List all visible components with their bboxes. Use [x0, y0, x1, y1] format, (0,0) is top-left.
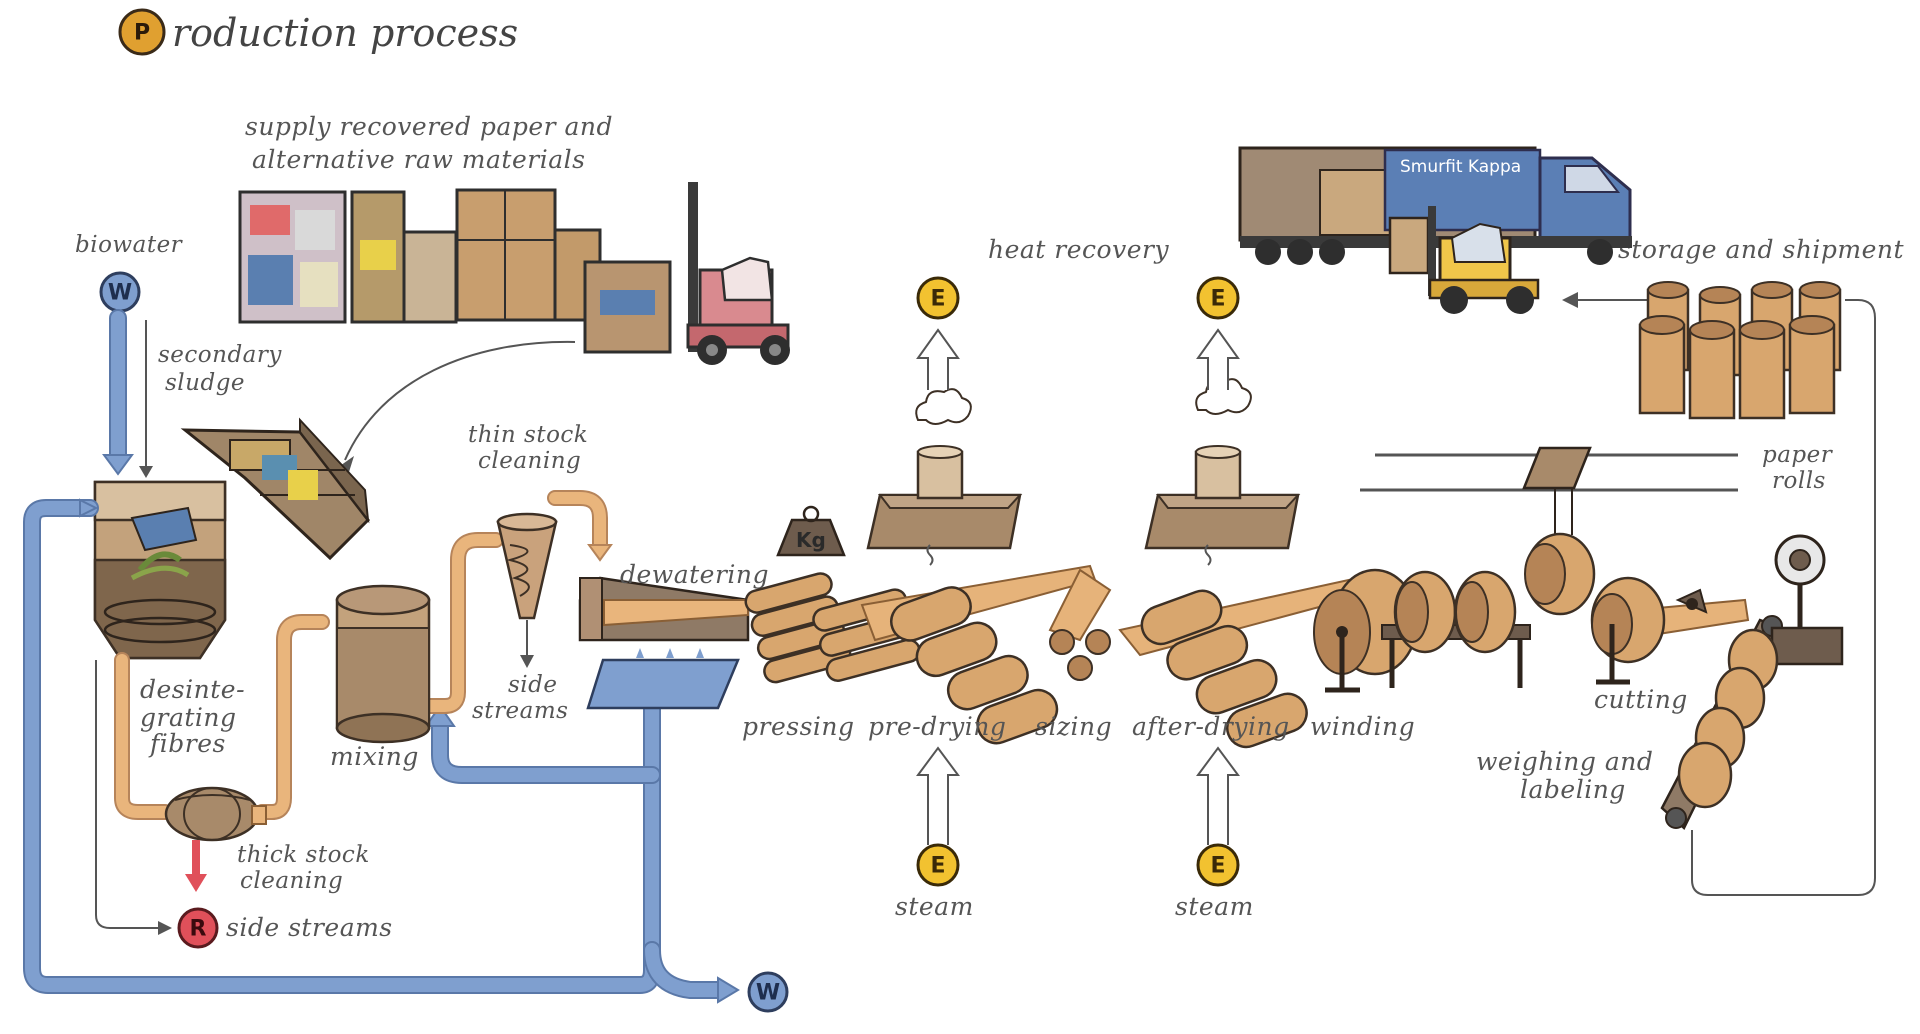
energy-badge-steam-right	[1196, 843, 1240, 887]
wire-section	[578, 576, 750, 710]
heat-recovery-label: heat recovery	[988, 235, 1169, 264]
after-drying-label: after-drying	[1132, 712, 1290, 741]
thick-stock-label-line1: thick stock	[237, 842, 370, 868]
disintegrating-label-line1: desinte-	[140, 675, 245, 704]
overhead-crane	[1360, 446, 1738, 616]
dewatering-label: dewatering	[620, 560, 769, 589]
thin-stock-label-line1: thin stock	[468, 422, 588, 448]
winding-label: winding	[1310, 712, 1415, 741]
secondary-sludge-label-line1: secondary	[158, 342, 282, 368]
water-out-letter: W	[756, 981, 780, 1006]
hood-left	[866, 388, 1023, 566]
title-badge	[118, 8, 166, 56]
cyclone-side-streams-line1: side	[508, 672, 558, 698]
shipment-forklift	[1388, 206, 1540, 314]
energy-letter-top-right: E	[1210, 287, 1225, 312]
supply-label-line1: supply recovered paper and	[245, 112, 613, 141]
water-loop: W	[23, 498, 789, 1013]
thick-stock-cleaner	[164, 786, 267, 892]
shipment-section: storage and shipment Smurfit Kappa	[1238, 146, 1905, 314]
supply-to-conveyor-arrow	[344, 340, 576, 461]
supply-label-line2: alternative raw materials	[252, 145, 585, 174]
pressing-label: pressing	[742, 712, 855, 741]
mixing-chest	[335, 584, 431, 744]
disintegrating-label-line2: grating	[140, 703, 237, 732]
pulp-pipes	[114, 490, 613, 820]
pulper-tank	[93, 480, 227, 660]
recovered-paper-bales	[238, 188, 672, 354]
pulper-section: desinte- grating fibres	[93, 417, 370, 758]
biowater-label: biowater	[75, 232, 184, 258]
after-drying-cylinders	[1140, 589, 1308, 749]
hood-right	[1144, 378, 1301, 566]
weight-icon: Kg	[776, 505, 846, 557]
weight-label: Kg	[796, 528, 826, 552]
energy-letter-top-left: E	[930, 287, 945, 312]
inputs-section: biowater W secondary sludge	[75, 232, 282, 478]
paper-rolls-storage	[1638, 281, 1842, 420]
paper-rolls-label-line2: rolls	[1772, 468, 1826, 494]
pre-drying-label: pre-drying	[868, 712, 1006, 741]
cyclone-side-streams-line2: streams	[472, 698, 568, 724]
thick-stock-label-line2: cleaning	[240, 868, 343, 894]
jumbo-rolls	[1381, 570, 1531, 688]
energy-out-left: E	[916, 276, 960, 390]
sizing-label: sizing	[1035, 712, 1112, 741]
steam-inputs: E steam E steam	[895, 746, 1254, 921]
biowater-water-letter: W	[108, 281, 132, 306]
disintegrating-label-line3: fibres	[148, 729, 226, 758]
supply-forklift	[686, 182, 790, 365]
sizing-rolls	[1049, 629, 1111, 681]
heat-recovery-section: heat recovery E E	[866, 235, 1301, 566]
steam-label-right: steam	[1175, 892, 1254, 921]
pre-drying-cylinders	[890, 586, 1059, 745]
residue-badge	[177, 907, 219, 949]
page-title: roduction process	[172, 11, 518, 55]
storage-shipment-label: storage and shipment	[1618, 235, 1905, 264]
energy-letter-steam-right: E	[1210, 854, 1225, 879]
bale-conveyor	[180, 417, 370, 561]
thin-stock-label-line2: cleaning	[478, 448, 581, 474]
energy-badge-steam-left	[916, 843, 960, 887]
cutting-label: cutting	[1594, 685, 1688, 714]
cutting-station	[1590, 576, 1708, 685]
weighing-label-line2: labeling	[1520, 775, 1626, 804]
title: P roduction process	[118, 8, 518, 56]
thin-stock-cyclone	[496, 512, 558, 668]
residue-letter: R	[190, 917, 207, 942]
truck-brand: Smurfit Kappa	[1400, 157, 1521, 177]
energy-letter-steam-left: E	[930, 854, 945, 879]
energy-badge-top-left	[916, 276, 960, 320]
winding-reel	[1313, 568, 1419, 693]
energy-badge-top-right	[1196, 276, 1240, 320]
energy-out-right: E	[1196, 276, 1240, 390]
weighing-conveyor	[1660, 534, 1844, 831]
paper-rolls-label-line1: paper	[1762, 442, 1834, 468]
steam-label-left: steam	[895, 892, 974, 921]
secondary-sludge-label-line2: sludge	[165, 370, 245, 396]
weighing-label-line1: weighing and	[1476, 747, 1653, 776]
side-streams-residue-label: side streams	[226, 913, 393, 942]
mixing-label: mixing	[330, 742, 419, 771]
supply-section: supply recovered paper and alternative r…	[238, 112, 790, 472]
water-drips	[636, 648, 704, 658]
title-badge-letter: P	[134, 21, 150, 46]
water-out-badge	[747, 971, 789, 1013]
